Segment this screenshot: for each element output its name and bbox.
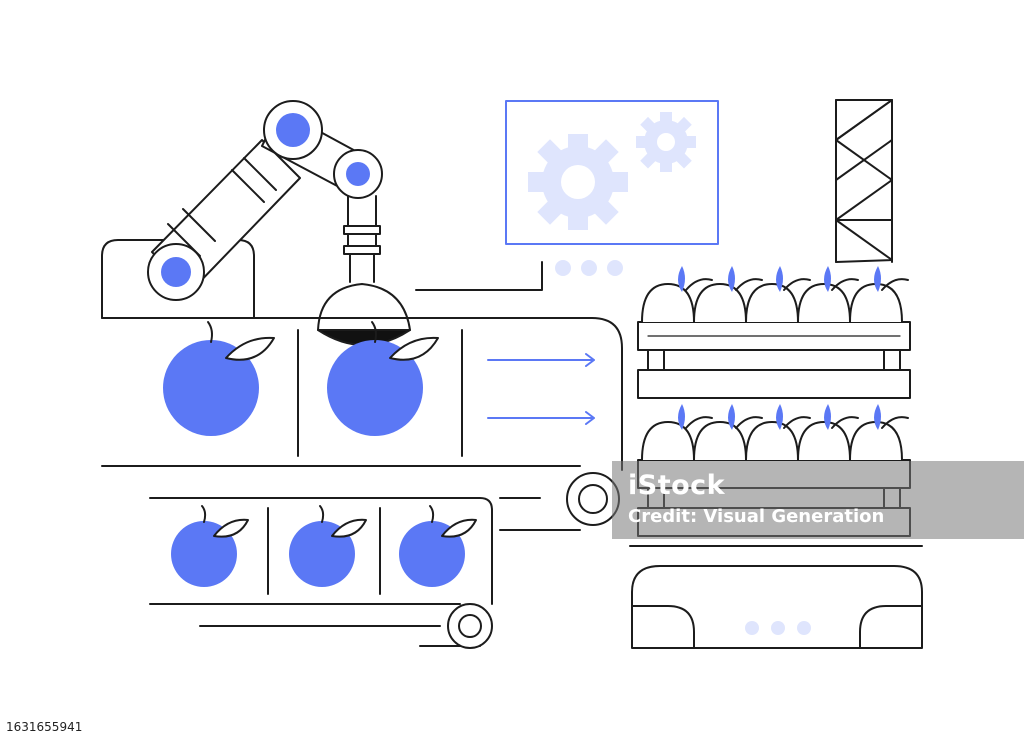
fruit-icon: [171, 505, 477, 587]
watermark-banner: [612, 461, 1024, 539]
fruit-icon: [641, 283, 903, 461]
watermark-brand: iStock: [628, 470, 726, 501]
stem-lines: [685, 278, 909, 429]
machine-base: [631, 565, 923, 649]
gear-icon: [636, 112, 696, 172]
gear-icon: [528, 134, 628, 230]
robot-arm-icon: [147, 100, 411, 346]
image-id: 1631655941: [6, 720, 83, 734]
truss-tower-icon: [835, 99, 893, 263]
leaf-icon: [678, 266, 881, 430]
fruit-icon: [163, 321, 439, 436]
footer-bar: [0, 720, 1024, 750]
crate-icon: [637, 321, 911, 399]
watermark-credit: Credit: Visual Generation: [628, 506, 885, 527]
lower-conveyor-belt: [149, 497, 493, 649]
conveyor-belt-icon: [101, 317, 623, 531]
